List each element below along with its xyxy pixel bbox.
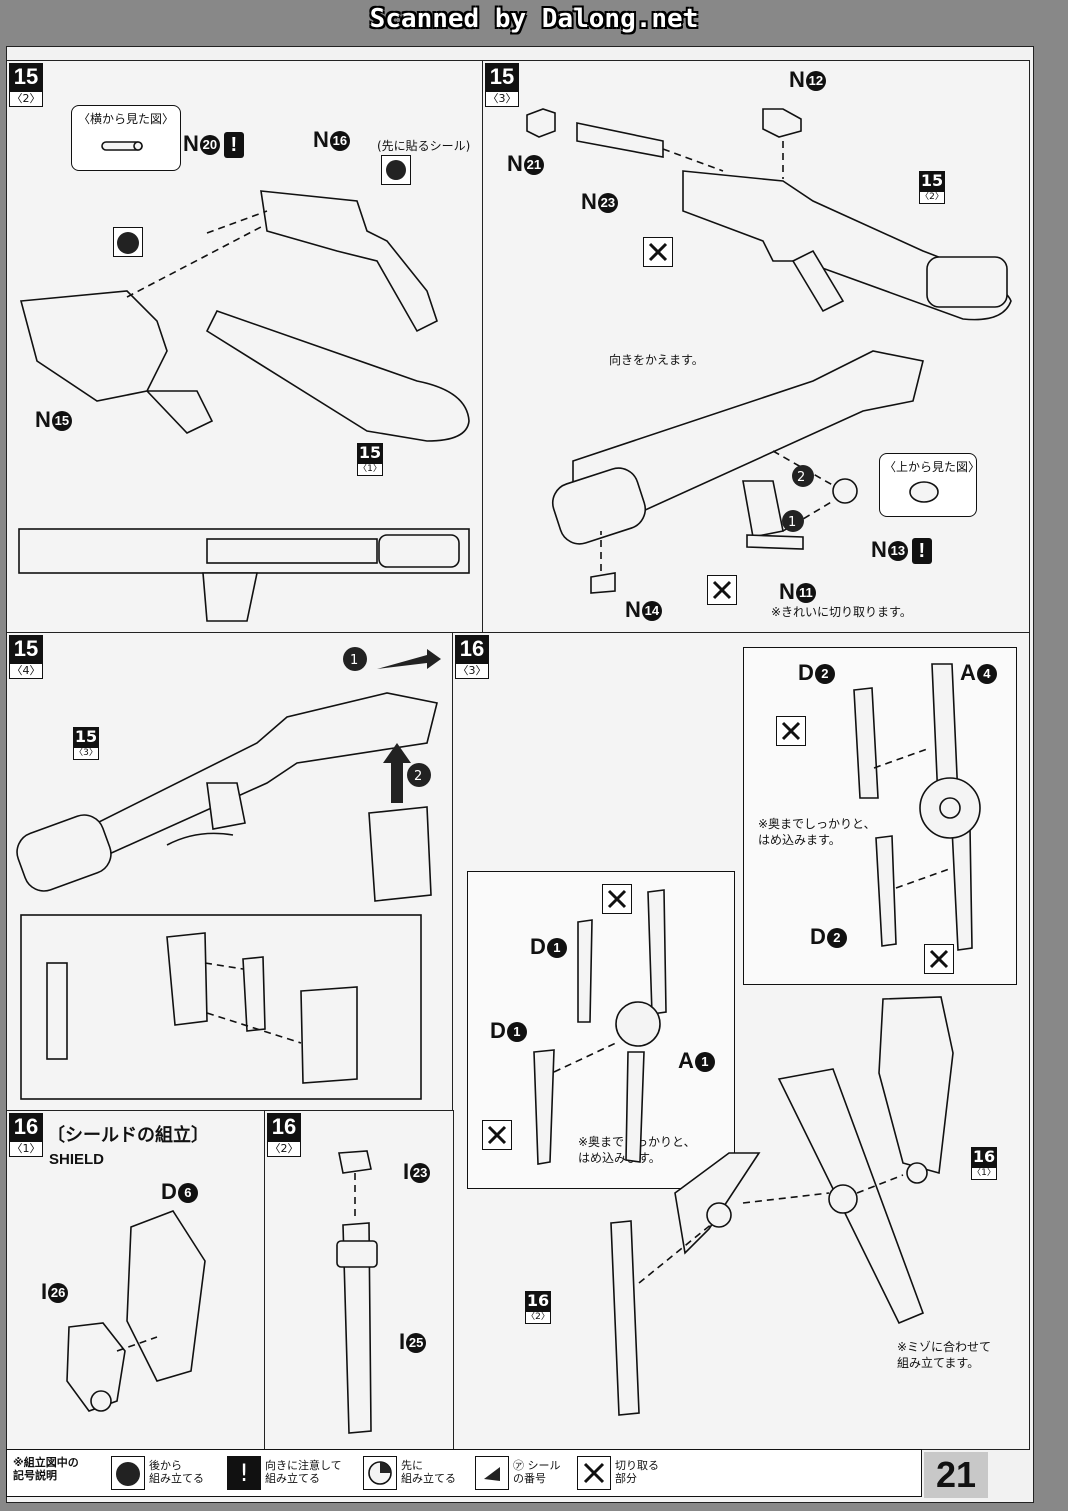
sticker-first-icon bbox=[381, 155, 411, 185]
step-number: 16〈1〉 bbox=[9, 1113, 43, 1157]
legend-item-back: 後から組み立てる bbox=[111, 1456, 221, 1490]
step-number: 15〈4〉 bbox=[9, 635, 43, 679]
align-groove-note: ※ミゾに合わせて組み立てます。 bbox=[897, 1340, 992, 1370]
step-15-4-diagram: 1 2 bbox=[16, 647, 441, 1100]
side-view-callout: 〈横から見た図〉 bbox=[71, 105, 181, 171]
svg-text:2: 2 bbox=[797, 470, 805, 485]
side-view-diagram bbox=[101, 141, 143, 151]
cut-off-icon bbox=[776, 716, 806, 746]
left-inset: D1 D1 A1 ※奥までしっかりと、はめ込みます。 bbox=[467, 871, 735, 1189]
side-view-label: 〈横から見た図〉 bbox=[78, 112, 175, 126]
legend-title: ※組立図中の記号説明 bbox=[13, 1456, 79, 1482]
ref-step-15-3: 15〈3〉 bbox=[73, 727, 99, 760]
step-16-3-diagram bbox=[610, 996, 954, 1416]
caution-icon: ! bbox=[223, 132, 244, 159]
assemble-first-icon bbox=[363, 1456, 397, 1490]
ref-step-16-1: 16〈1〉 bbox=[971, 1147, 997, 1180]
step-number: 15〈2〉 bbox=[9, 63, 43, 107]
top-view-label: 〈上から見た図〉 bbox=[884, 460, 981, 474]
step-16-2-diagram bbox=[336, 1150, 378, 1434]
cut-off-icon bbox=[924, 944, 954, 974]
step-15-4-panel: 15〈4〉 15〈3〉 N18 N17! N19 1 2 bbox=[6, 632, 454, 1112]
top-view-callout: 〈上から見た図〉 bbox=[879, 453, 981, 517]
sticker-first-label: (先に貼るシール) bbox=[377, 139, 471, 153]
sticker-icon bbox=[475, 1456, 509, 1490]
cut-off-icon bbox=[602, 884, 632, 914]
step-number: 15〈3〉 bbox=[485, 63, 519, 107]
assemble-from-behind-icon bbox=[111, 1456, 145, 1490]
legend-item-sticker: ㋐ シールの番号 bbox=[475, 1456, 575, 1490]
ref-step-16-2: 16〈2〉 bbox=[525, 1291, 551, 1324]
svg-text:1: 1 bbox=[350, 653, 358, 668]
step-16-1-diagram bbox=[66, 1210, 206, 1412]
svg-text:2: 2 bbox=[414, 769, 422, 784]
press-firmly-note: ※奥までしっかりと、はめ込みます。 bbox=[758, 817, 876, 847]
top-inset-diagram bbox=[853, 663, 981, 951]
cut-cleanly-note: ※きれいに切り取ります。 bbox=[771, 605, 912, 619]
legend-item-first: 先に組み立てる bbox=[363, 1456, 473, 1490]
assemble-from-behind-icon bbox=[113, 227, 143, 257]
rotate-note: 向きをかえます。 bbox=[609, 353, 704, 367]
legend-item-direction: ! 向きに注意して組み立てる bbox=[227, 1456, 357, 1490]
scan-watermark: Scanned by Dalong.net bbox=[369, 4, 699, 34]
ref-step-15-1: 15〈1〉 bbox=[357, 443, 383, 476]
shield-assembly-title: 〔シールドの組立〕 bbox=[47, 1125, 209, 1145]
svg-text:1: 1 bbox=[788, 515, 796, 530]
legend-item-cut: 切り取る部分 bbox=[577, 1456, 677, 1490]
step-15-2-diagram bbox=[18, 190, 470, 622]
ref-step-15-2: 15〈2〉 bbox=[919, 171, 945, 204]
cut-off-icon bbox=[707, 575, 737, 605]
cut-off-icon bbox=[482, 1120, 512, 1150]
symbol-legend: ※組立図中の記号説明 後から組み立てる ! 向きに注意して組み立てる 先に組み立… bbox=[6, 1449, 922, 1497]
step-number: 16〈2〉 bbox=[267, 1113, 301, 1157]
page-number: 21 bbox=[924, 1452, 988, 1498]
step-15-3-diagram: 2 1 bbox=[526, 108, 1012, 594]
left-inset-diagram bbox=[533, 889, 667, 1165]
cut-off-icon bbox=[577, 1456, 611, 1490]
shield-title-en: SHIELD bbox=[49, 1151, 105, 1168]
cut-off-icon bbox=[643, 237, 673, 267]
caution-icon: ! bbox=[227, 1456, 261, 1490]
step-number: 16〈3〉 bbox=[455, 635, 489, 679]
caution-icon: ! bbox=[911, 538, 932, 565]
